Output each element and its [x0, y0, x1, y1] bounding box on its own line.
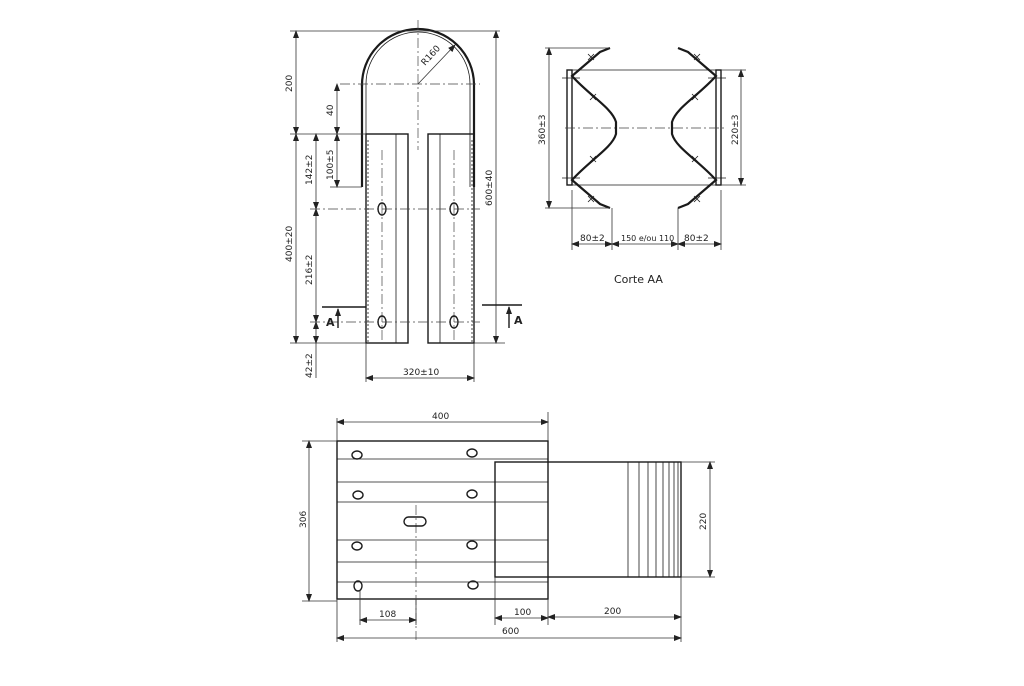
hole-icon [353, 580, 363, 592]
svg-text:220±3: 220±3 [731, 115, 741, 145]
slot-icon [403, 516, 427, 527]
plan-view: 400 306 220 108 100 200 600 [299, 412, 715, 642]
hole-icon [466, 448, 478, 458]
svg-text:42±2: 42±2 [305, 353, 315, 378]
left-post [365, 133, 409, 344]
svg-text:200: 200 [285, 75, 295, 92]
overlap-plate [494, 461, 682, 578]
left-w-profile [570, 46, 618, 210]
svg-text:150 e/ou 110: 150 e/ou 110 [621, 234, 674, 243]
svg-text:216±2: 216±2 [305, 255, 315, 285]
svg-text:220: 220 [699, 513, 709, 530]
svg-text:306: 306 [299, 511, 309, 528]
hole-icon [351, 450, 363, 460]
right-post [427, 133, 475, 344]
svg-text:40: 40 [326, 104, 336, 116]
svg-text:108: 108 [379, 610, 396, 620]
radius-label: R160 [420, 44, 443, 68]
hole-icon [352, 490, 364, 500]
base-plate [336, 440, 549, 600]
arch-outer [360, 27, 476, 87]
svg-text:200: 200 [604, 607, 621, 617]
section-title: Corte AA [614, 273, 663, 286]
svg-text:600: 600 [502, 627, 519, 637]
svg-text:142±2: 142±2 [305, 155, 315, 185]
hole-icon [351, 541, 363, 551]
front-elevation-view: R160 200 40 100±5 142±2 [285, 20, 523, 382]
svg-text:80±2: 80±2 [684, 234, 709, 244]
svg-text:80±2: 80±2 [580, 234, 605, 244]
hole-icon [467, 580, 479, 590]
svg-text:100: 100 [514, 608, 531, 618]
svg-text:360±3: 360±3 [538, 115, 548, 145]
svg-text:100±5: 100±5 [326, 150, 336, 180]
hole-icon [466, 489, 478, 499]
section-aa-view: 360±3 220±3 80±2 150 e/ou 110 80±2 Corte… [538, 46, 746, 286]
section-marker-left: A [326, 316, 335, 329]
section-marker-right: A [514, 314, 523, 327]
svg-text:600±40: 600±40 [485, 170, 495, 206]
svg-text:320±10: 320±10 [403, 368, 439, 378]
right-w-profile [670, 46, 718, 210]
svg-text:400±20: 400±20 [285, 226, 295, 262]
svg-text:400: 400 [432, 412, 449, 422]
hole-icon [466, 540, 478, 550]
arch-inner [365, 31, 471, 85]
